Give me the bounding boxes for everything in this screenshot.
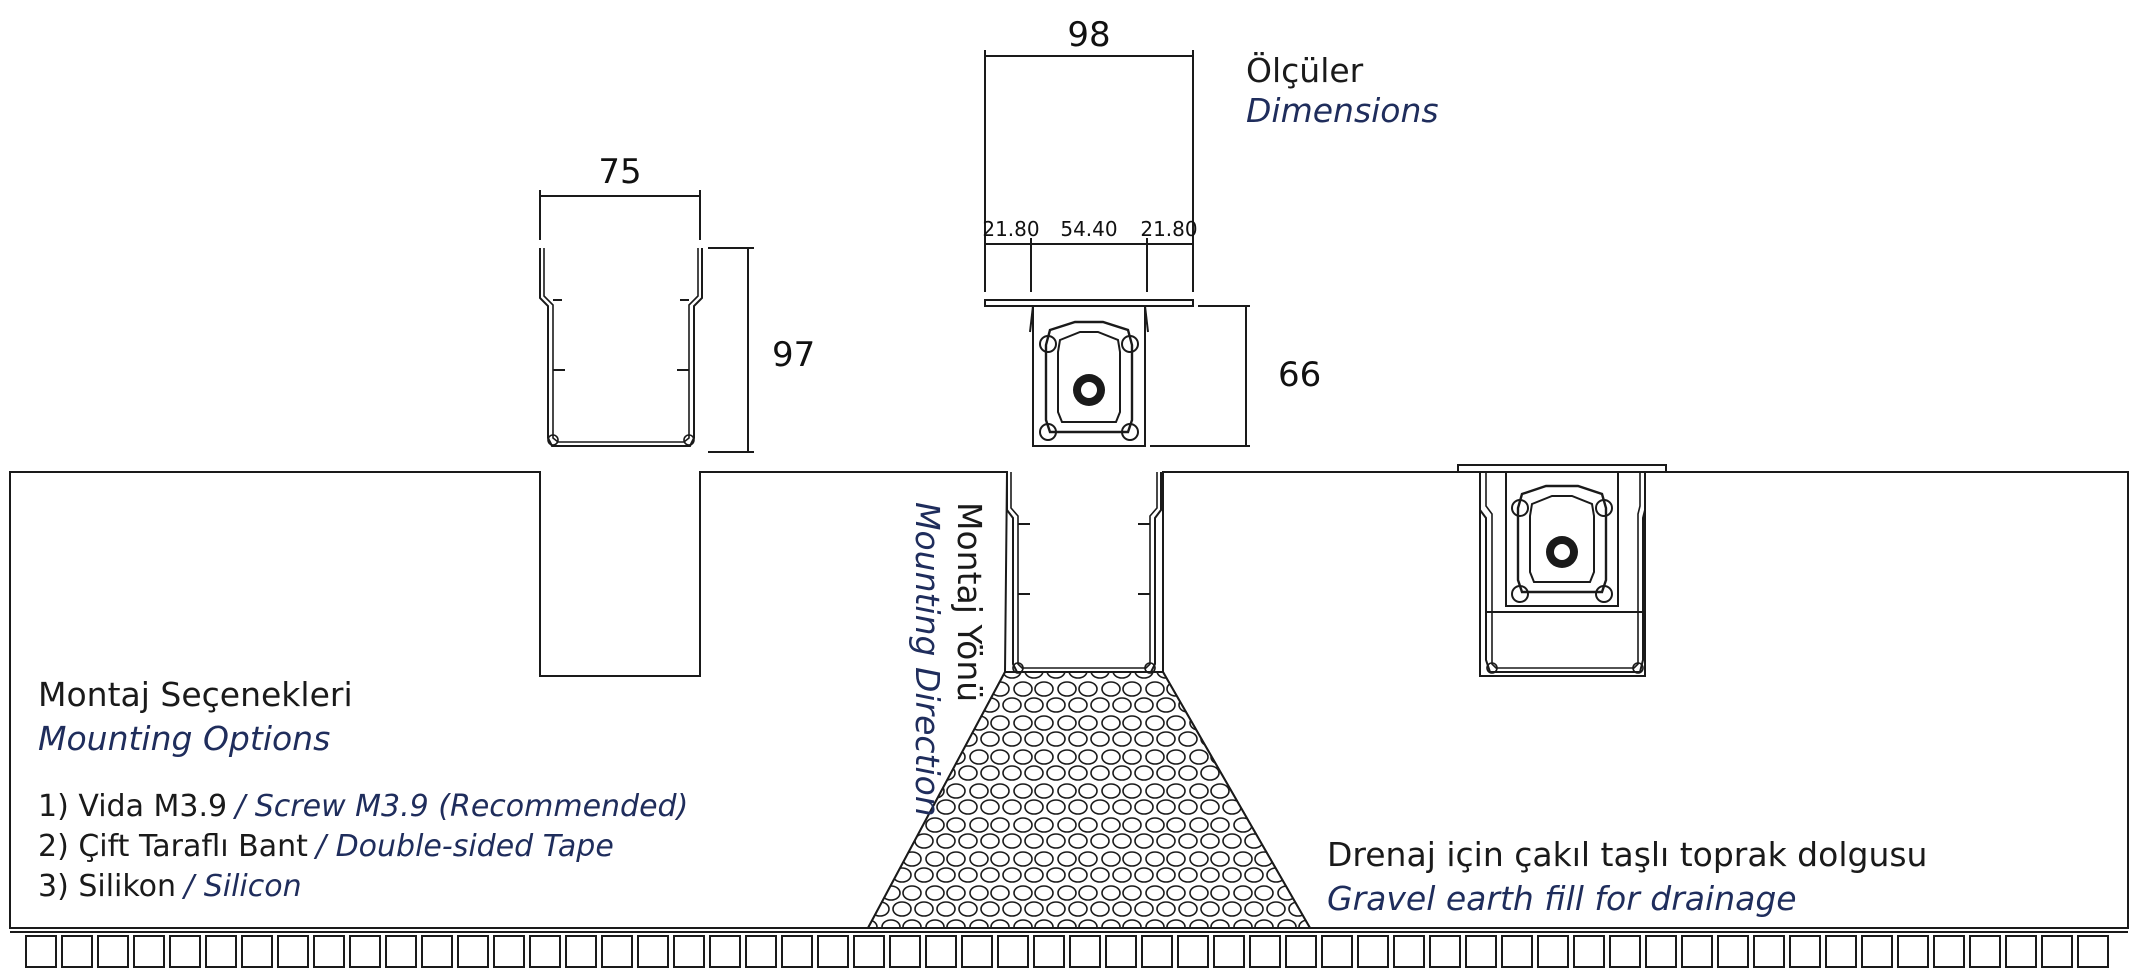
mounting-options-title-en: Mounting Options bbox=[38, 719, 330, 758]
profile-b-seg-3-label: 21.80 bbox=[1140, 217, 1197, 241]
base-tile bbox=[1573, 935, 1605, 968]
dimensions-title-en: Dimensions bbox=[1246, 91, 1439, 130]
profile-b-height-label: 66 bbox=[1278, 355, 1321, 395]
profile-b-seg-1-label: 21.80 bbox=[982, 217, 1039, 241]
base-tile bbox=[1969, 935, 2001, 968]
base-tile bbox=[529, 935, 561, 968]
profile-b-width-dim bbox=[984, 50, 1194, 292]
base-tile bbox=[961, 935, 993, 968]
base-tile bbox=[61, 935, 93, 968]
base-tile bbox=[2077, 935, 2109, 968]
dimensions-title-tr: Ölçüler bbox=[1246, 50, 1364, 90]
base-tile bbox=[1717, 935, 1749, 968]
installed-profile-center bbox=[1006, 472, 1162, 674]
base-tile bbox=[349, 935, 381, 968]
mounting-options-title-tr: Montaj Seçenekleri bbox=[38, 675, 353, 714]
mounting-direction-tr: Montaj Yönü bbox=[950, 502, 989, 702]
mounting-direction-en: Mounting Direction bbox=[908, 502, 947, 817]
base-tile bbox=[1501, 935, 1533, 968]
base-tile bbox=[25, 935, 57, 968]
drainage-label-en: Gravel earth fill for drainage bbox=[1327, 879, 1797, 918]
base-tile bbox=[1681, 935, 1713, 968]
base-tile bbox=[1465, 935, 1497, 968]
profile-b-drawing bbox=[984, 299, 1194, 447]
base-tile bbox=[781, 935, 813, 968]
installed-profile-right bbox=[1457, 464, 1667, 674]
profile-a-width-dim bbox=[539, 190, 701, 240]
base-tile bbox=[925, 935, 957, 968]
base-tile bbox=[745, 935, 777, 968]
base-tile bbox=[1537, 935, 1569, 968]
base-tile bbox=[457, 935, 489, 968]
mounting-option-3: 3) Silikon/ Silicon bbox=[38, 869, 302, 904]
profile-a-drawing bbox=[539, 248, 703, 447]
base-tile bbox=[889, 935, 921, 968]
base-tile bbox=[421, 935, 453, 968]
base-tile bbox=[1429, 935, 1461, 968]
base-tile-strip bbox=[10, 931, 2128, 968]
base-tile bbox=[1177, 935, 1209, 968]
base-tile bbox=[2005, 935, 2037, 968]
profile-b-width-label: 98 bbox=[1067, 15, 1110, 55]
base-tile bbox=[1249, 935, 1281, 968]
base-tile bbox=[1753, 935, 1785, 968]
profile-b-height-dim bbox=[1150, 305, 1250, 447]
base-tile bbox=[1357, 935, 1389, 968]
base-tile bbox=[1393, 935, 1425, 968]
base-tile bbox=[277, 935, 309, 968]
base-tile bbox=[1321, 935, 1353, 968]
base-tile bbox=[133, 935, 165, 968]
base-tile bbox=[1825, 935, 1857, 968]
base-tile bbox=[1285, 935, 1317, 968]
base-tile bbox=[1213, 935, 1245, 968]
base-tile bbox=[709, 935, 741, 968]
base-tile bbox=[97, 935, 129, 968]
base-tile bbox=[205, 935, 237, 968]
base-tile bbox=[1033, 935, 1065, 968]
base-tile bbox=[241, 935, 273, 968]
base-tile bbox=[1141, 935, 1173, 968]
base-tile bbox=[2041, 935, 2073, 968]
base-tile bbox=[1861, 935, 1893, 968]
mounting-option-1: 1) Vida M3.9/ Screw M3.9 (Recommended) bbox=[38, 789, 688, 824]
base-tile bbox=[673, 935, 705, 968]
base-tile bbox=[817, 935, 849, 968]
base-tile bbox=[565, 935, 597, 968]
drainage-label-tr: Drenaj için çakıl taşlı toprak dolgusu bbox=[1327, 835, 1927, 874]
base-tile bbox=[1105, 935, 1137, 968]
base-tile bbox=[493, 935, 525, 968]
base-tile bbox=[637, 935, 669, 968]
profile-a-height-dim bbox=[708, 247, 754, 453]
base-tile bbox=[385, 935, 417, 968]
base-tile bbox=[1789, 935, 1821, 968]
base-tile bbox=[1897, 935, 1929, 968]
base-tile bbox=[1645, 935, 1677, 968]
base-tile bbox=[1609, 935, 1641, 968]
base-tile bbox=[1933, 935, 1965, 968]
profile-a-width-label: 75 bbox=[598, 152, 641, 192]
base-tile bbox=[853, 935, 885, 968]
profile-a-height-label: 97 bbox=[772, 335, 815, 375]
base-tile bbox=[169, 935, 201, 968]
base-tile bbox=[997, 935, 1029, 968]
base-tile bbox=[601, 935, 633, 968]
ground-outline bbox=[9, 471, 1009, 929]
base-tile bbox=[1069, 935, 1101, 968]
profile-b-seg-2-label: 54.40 bbox=[1060, 217, 1117, 241]
base-tile bbox=[313, 935, 345, 968]
mounting-option-2: 2) Çift Taraflı Bant/ Double-sided Tape bbox=[38, 829, 614, 864]
